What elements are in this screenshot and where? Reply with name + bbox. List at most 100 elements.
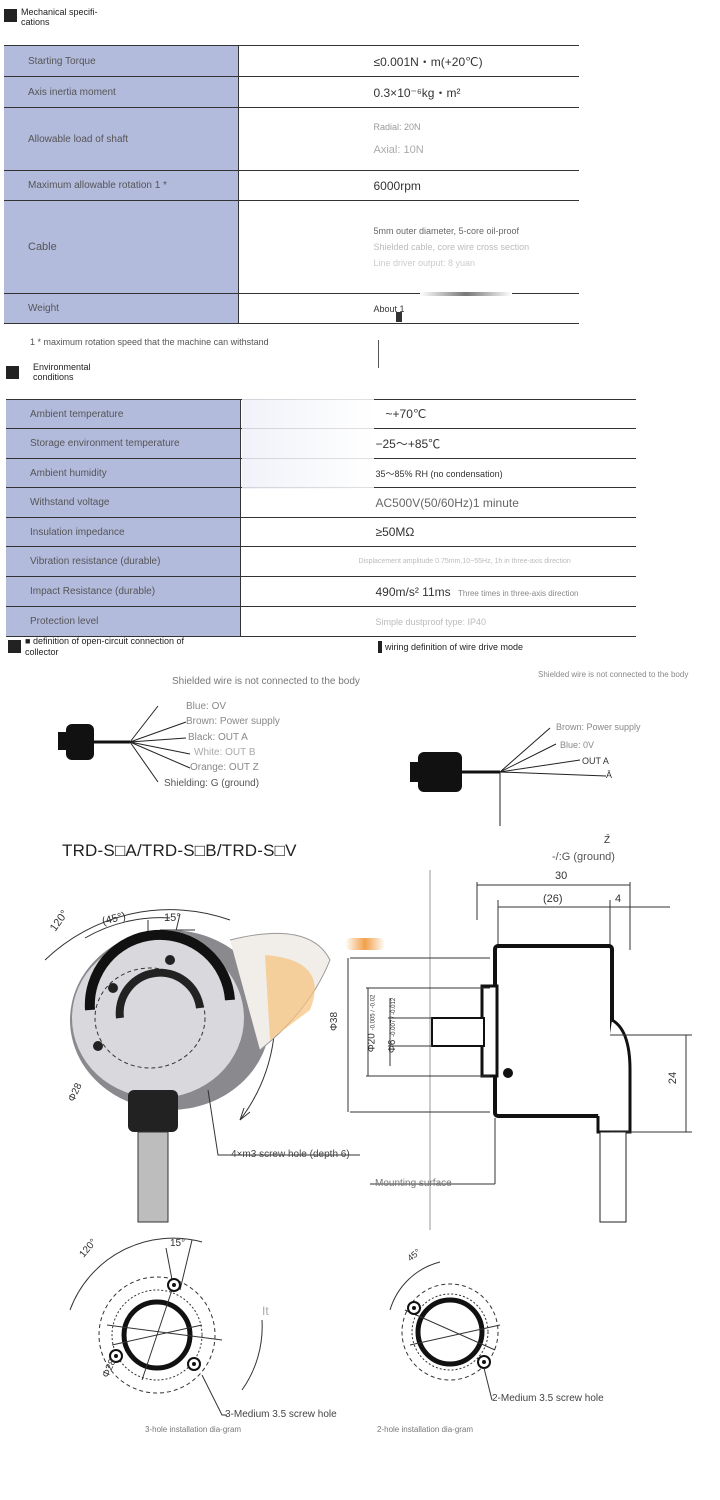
angle-15b-label: 15° [170, 1238, 186, 1249]
row-label: Weight [4, 293, 239, 324]
impact-note: Three times in three-axis direction [457, 588, 579, 598]
dim-20: Φ20 -0.005 / -0.02 [366, 994, 378, 1053]
table-row: Axis inertia moment 0.3×10⁻⁶kg・m² [4, 76, 579, 108]
screw-hole-label: 4×m3 screw hole (depth 6) [231, 1149, 350, 1160]
mounting-surface-label: Mounting surface [375, 1178, 452, 1189]
wire-orange: Orange: OUT Z [190, 762, 259, 773]
smudge-line [378, 340, 379, 368]
section-bullet-icon [4, 9, 17, 22]
environmental-section-title: Environmental conditions [33, 362, 91, 382]
model-number: TRD-S□A/TRD-S□B/TRD-S□V [62, 841, 297, 860]
table-row: Allowable load of shaft Radial: 20N Axia… [4, 107, 579, 171]
glare-overlay [242, 399, 374, 489]
row-value: 5mm outer diameter, 5-core oil-proof Shi… [238, 200, 579, 294]
rwire-out-a: OUT A [582, 756, 609, 766]
rwire-a-bar: Ā [606, 770, 613, 780]
row-value: ≥50MΩ [240, 517, 636, 547]
dim-6-tolerance: -0.007 / -0.012 [391, 997, 398, 1037]
open-collector-wiring-diagram [58, 705, 191, 783]
row-label: Maximum allowable rotation 1 * [4, 170, 239, 201]
dim-26: (26) [543, 893, 563, 905]
rwire-brown: Brown: Power supply [556, 722, 641, 732]
row-label: Starting Torque [4, 45, 239, 77]
cable-line-1: 5mm outer diameter, 5-core oil-proof [373, 226, 520, 236]
environmental-section-header: Environmental conditions [6, 362, 113, 382]
three-hole-screw-label: 3-Medium 3.5 screw hole [225, 1409, 337, 1420]
row-label: Impact Resistance (durable) [6, 576, 241, 607]
line-drive-title: wiring definition of wire drive mode [385, 642, 524, 652]
impact-value: 490m/s² 11ms [375, 584, 451, 599]
wire-shield: Shielding: G (ground) [164, 778, 260, 789]
row-label: Insulation impedance [6, 517, 241, 547]
table-row: Maximum allowable rotation 1 * 6000rpm [4, 170, 579, 201]
cable-line-2: Shielded cable, core wire cross section [373, 242, 530, 252]
line-drive-wiring-diagram [410, 727, 607, 826]
three-hole-caption: 3-hole installation dia-gram [145, 1425, 242, 1434]
row-value: Radial: 20N Axial: 10N [238, 107, 579, 171]
smudge-mark [396, 312, 402, 322]
row-label: Axis inertia moment [4, 76, 239, 108]
row-value: 490m/s² 11ms Three times in three-axis d… [240, 576, 636, 607]
axial-load: Axial: 10N [373, 144, 424, 156]
mechanical-section-header: Mechanical specifi-cations [4, 7, 116, 27]
two-hole-screw-label: 2-Medium 3.5 screw hole [492, 1393, 604, 1404]
table-row: Cable 5mm outer diameter, 5-core oil-pro… [4, 200, 579, 294]
rwire-blue: Blue: 0V [560, 740, 595, 750]
dim-30: 30 [555, 870, 568, 882]
encoder-side-view [347, 870, 692, 1230]
mechanical-footnote: 1 * maximum rotation speed that the mach… [30, 337, 269, 347]
mechanical-spec-table: Starting Torque ≤0.001N・m(+20℃) Axis ine… [4, 45, 579, 324]
two-hole-caption: 2-hole installation dia-gram [377, 1425, 474, 1434]
section-bullet-icon [378, 641, 382, 653]
angle-15-label: 15° [164, 912, 181, 924]
dim-24: 24 [667, 1071, 680, 1085]
table-row: Impact Resistance (durable) 490m/s² 11ms… [6, 576, 636, 607]
row-label: Storage environment temperature [6, 428, 241, 459]
stray-mark: It [262, 1304, 269, 1318]
wire-blue: Blue: OV [186, 701, 227, 712]
table-row: Weight About 1 [4, 293, 579, 324]
row-label: Withstand voltage [6, 487, 241, 518]
row-label: Vibration resistance (durable) [6, 546, 241, 577]
encoder-front-view [44, 909, 360, 1223]
cable-line-3: Line driver output: 8 yuan [373, 258, 476, 268]
smudge-mark [420, 292, 512, 296]
row-label: Protection level [6, 606, 241, 637]
row-label: Ambient humidity [6, 458, 241, 488]
color-smudge [345, 938, 385, 950]
row-value: 6000rpm [238, 170, 579, 201]
table-row: Starting Torque ≤0.001N・m(+20℃) [4, 45, 579, 77]
rwire-z-bar: Z̄ [604, 835, 611, 846]
row-label: Cable [4, 200, 239, 294]
two-hole-installation-diagram [389, 1261, 501, 1401]
wire-white: White: OUT B [194, 747, 256, 758]
row-value: 0.3×10⁻⁶kg・m² [238, 76, 579, 108]
dim-20-tolerance: -0.005 / -0.02 [370, 994, 377, 1031]
table-row: Vibration resistance (durable) Displacem… [6, 546, 636, 577]
dim-38: Φ38 [329, 1011, 341, 1032]
three-hole-installation-diagram [69, 1237, 263, 1416]
shield-note-left: Shielded wire is not connected to the bo… [172, 676, 360, 687]
section-bullet-icon [6, 366, 19, 379]
mechanical-section-title: Mechanical specifi-cations [21, 7, 98, 27]
dim-4: 4 [615, 893, 622, 905]
row-label: Allowable load of shaft [4, 107, 239, 171]
open-collector-title: ■ definition of open-circuit connection … [25, 636, 185, 657]
wire-brown: Brown: Power supply [186, 716, 280, 727]
table-row: Insulation impedance ≥50MΩ [6, 517, 636, 547]
row-value: ≤0.001N・m(+20℃) [238, 45, 579, 77]
row-value: AC500V(50/60Hz)1 minute [240, 487, 636, 518]
open-collector-header: ■ definition of open-circuit connection … [8, 636, 215, 658]
radial-load: Radial: 20N [373, 122, 421, 132]
dim-6: Φ6 -0.007 / -0.012 [387, 997, 399, 1054]
row-value: Displacement amplitude 0.75mm,10~55Hz, 1… [240, 546, 636, 577]
table-row: Protection level Simple dustproof type: … [6, 606, 636, 637]
row-value: Simple dustproof type: IP40 [240, 606, 636, 637]
row-value: About 1 [238, 293, 579, 324]
shield-note-right: Shielded wire is not connected to the bo… [538, 670, 689, 679]
rwire-ground: -/:G (ground) [552, 851, 615, 863]
line-drive-header: wiring definition of wire drive mode [378, 641, 523, 653]
wire-black: Black: OUT A [188, 732, 248, 743]
table-row: Withstand voltage AC500V(50/60Hz)1 minut… [6, 487, 636, 518]
row-label: Ambient temperature [6, 399, 241, 429]
